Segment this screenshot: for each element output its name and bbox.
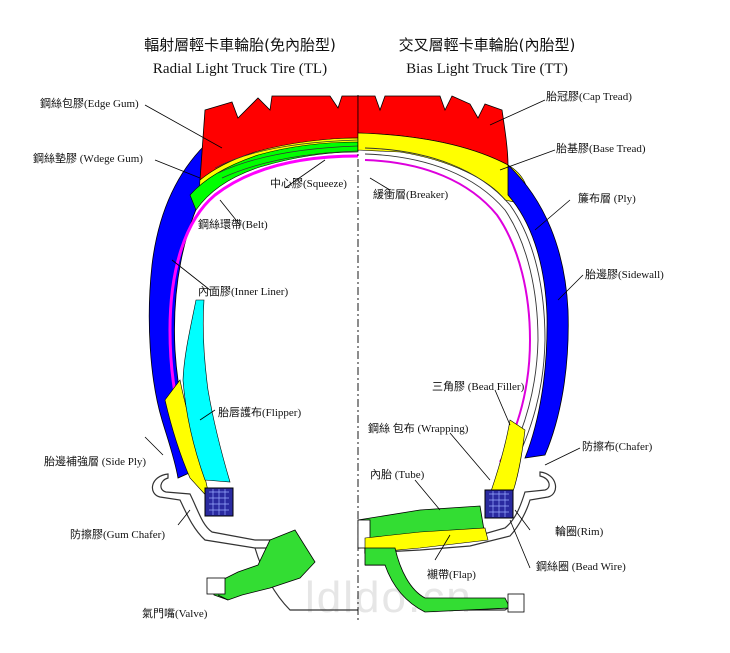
- radial-flipper: [182, 299, 231, 483]
- bias-ply-lines: [364, 147, 546, 471]
- label-wrapping: 鋼絲 包布 (Wrapping): [368, 421, 469, 435]
- label-inner-liner: 內面膠(Inner Liner): [198, 285, 288, 298]
- label-belt: 鋼絲環帶(Belt): [198, 217, 268, 231]
- radial-sidewall: [148, 144, 211, 479]
- label-gum-chafer: 防擦膠(Gum Chafer): [70, 527, 165, 541]
- label-bead-wire: 鋼絲圈 (Bead Wire): [536, 559, 626, 573]
- label-tube: 內胎 (Tube): [370, 467, 425, 481]
- label-wedge-gum: 鋼絲墊膠 (Wdege Gum): [33, 151, 143, 165]
- watermark: ldldo.cn: [305, 573, 473, 622]
- label-sidewall: 胎邊膠(Sidewall): [585, 267, 664, 281]
- label-rim: 輪圈(Rim): [555, 524, 604, 538]
- valve-cap: [206, 577, 226, 595]
- right-title-en: Bias Light Truck Tire (TT): [406, 61, 568, 77]
- radial-bead-grid: [209, 489, 229, 515]
- bias-valve: [364, 547, 511, 613]
- radial-belt-lines: [214, 139, 359, 179]
- left-title-en: Radial Light Truck Tire (TL): [153, 61, 327, 77]
- label-ply: 簾布層 (Ply): [578, 191, 636, 205]
- valve-shape: [211, 529, 316, 601]
- bias-inner-liner: [364, 159, 532, 463]
- bias-bead-grid: [489, 491, 509, 517]
- label-edge-gum: 鋼絲包膠(Edge Gum): [40, 96, 139, 110]
- bias-valve-cap: [507, 593, 525, 613]
- label-breaker: 緩衝層(Breaker): [373, 187, 448, 201]
- label-side-ply: 胎邊補強層 (Side Ply): [44, 454, 146, 468]
- left-title-cn: 輻射層輕卡車輪胎(免內胎型): [144, 36, 336, 54]
- label-squeeze: 中心膠(Squeeze): [270, 177, 347, 190]
- label-flipper: 胎唇護布(Flipper): [218, 405, 301, 419]
- label-base-tread: 胎基膠(Base Tread): [556, 141, 646, 155]
- bias-bead-filler: [487, 419, 526, 501]
- label-flap: 襯帶(Flap): [427, 567, 476, 581]
- label-cap-tread: 胎冠膠(Cap Tread): [546, 89, 632, 103]
- label-bead-filler: 三角膠 (Bead Filler): [432, 380, 525, 393]
- radial-tire: [148, 95, 359, 611]
- right-title-cn: 交叉層輕卡車輪胎(內胎型): [399, 36, 576, 54]
- label-valve: 氣門嘴(Valve): [142, 606, 208, 620]
- label-chafer: 防擦布(Chafer): [582, 439, 653, 453]
- bias-tire: [357, 95, 569, 613]
- bias-sidewall: [507, 164, 569, 459]
- leader-lines: [144, 99, 584, 601]
